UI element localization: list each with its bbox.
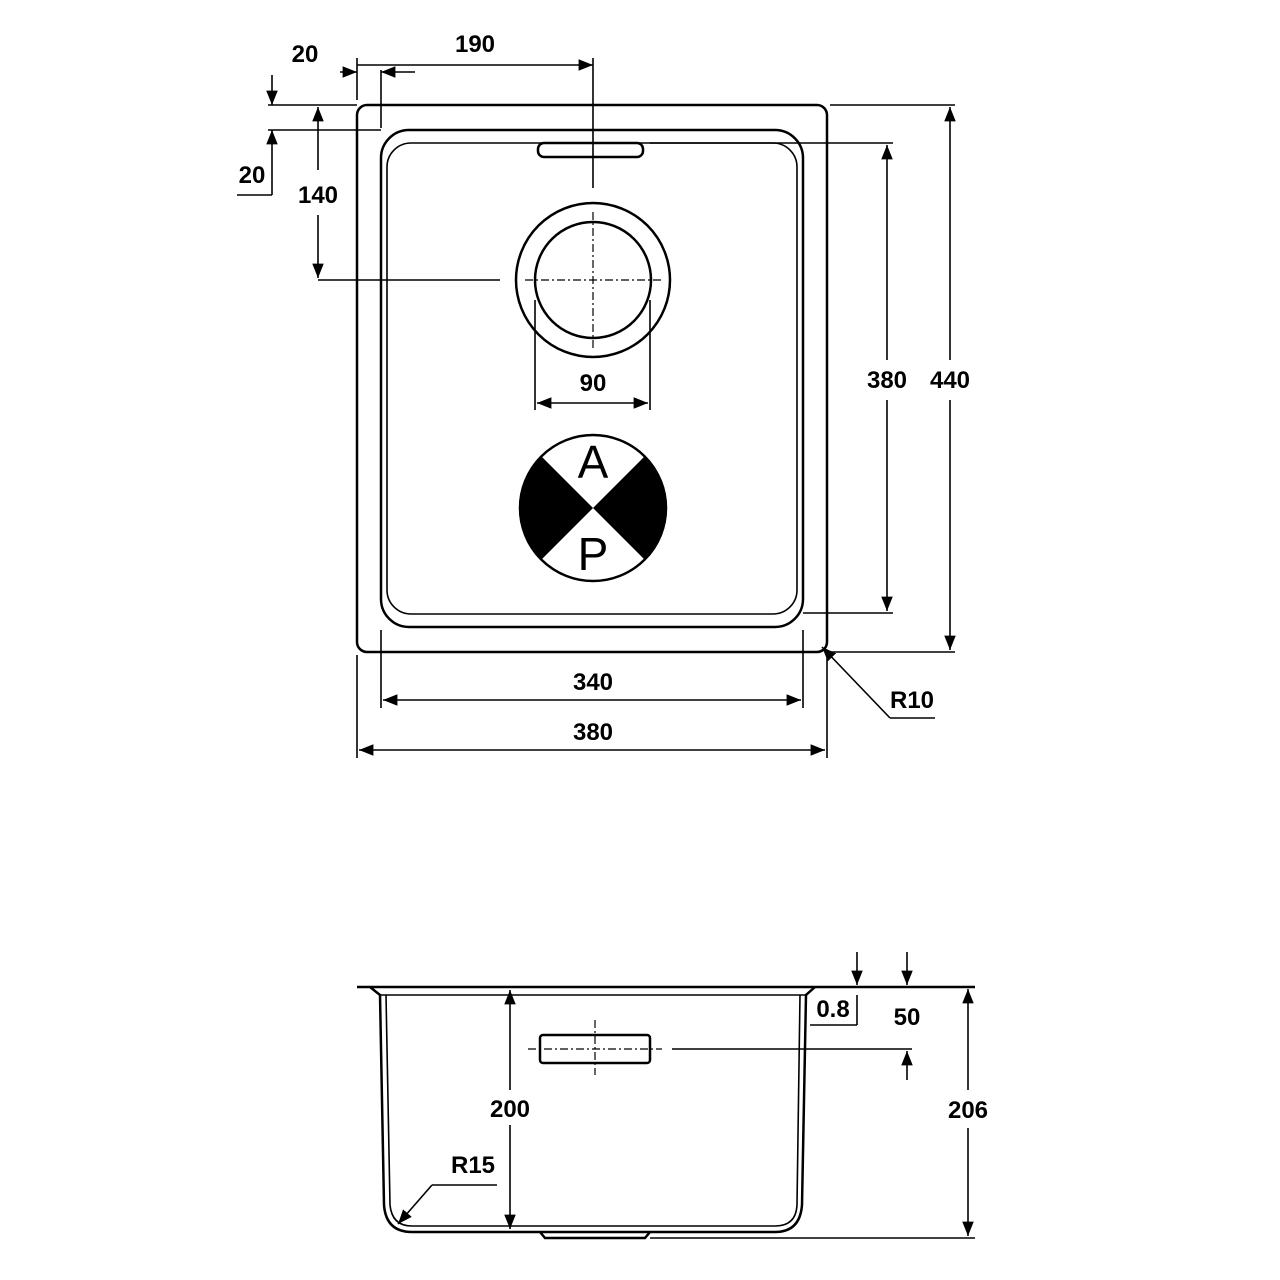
corner-radius-r10: R10 (890, 687, 934, 714)
side-view: 200 206 0.8 50 R15 (357, 952, 988, 1240)
top-view: A P 190 20 20 140 90 (237, 31, 970, 758)
drain (514, 201, 672, 359)
dim-thickness: 0.8 (816, 996, 849, 1023)
bowl-profile (369, 986, 816, 1234)
logo-letter-a: A (578, 436, 609, 488)
logo-letter-p: P (578, 528, 609, 580)
dim-overflow: 50 (894, 1004, 921, 1031)
dim-bowl-width: 340 (573, 669, 613, 696)
dim-overall-depth: 440 (930, 367, 970, 394)
dim-flange-y: 20 (239, 162, 266, 189)
overflow-slot (536, 141, 645, 159)
sink-outline (355, 103, 829, 654)
drain-outlet (539, 1231, 651, 1240)
ap-logo: A P (518, 433, 668, 583)
dim-bowl-height: 200 (490, 1096, 530, 1123)
dim-flange-x: 20 (292, 41, 319, 68)
dim-drain-offset-x: 190 (455, 31, 495, 58)
bowl-outline (379, 128, 805, 629)
dim-bowl-depth: 380 (867, 367, 907, 394)
dim-overall-width: 380 (573, 719, 613, 746)
dim-drain-diameter: 90 (580, 370, 607, 397)
dim-drain-offset-y: 140 (298, 182, 338, 209)
dim-total-height: 206 (948, 1097, 988, 1124)
corner-radius-r15: R15 (451, 1152, 495, 1179)
